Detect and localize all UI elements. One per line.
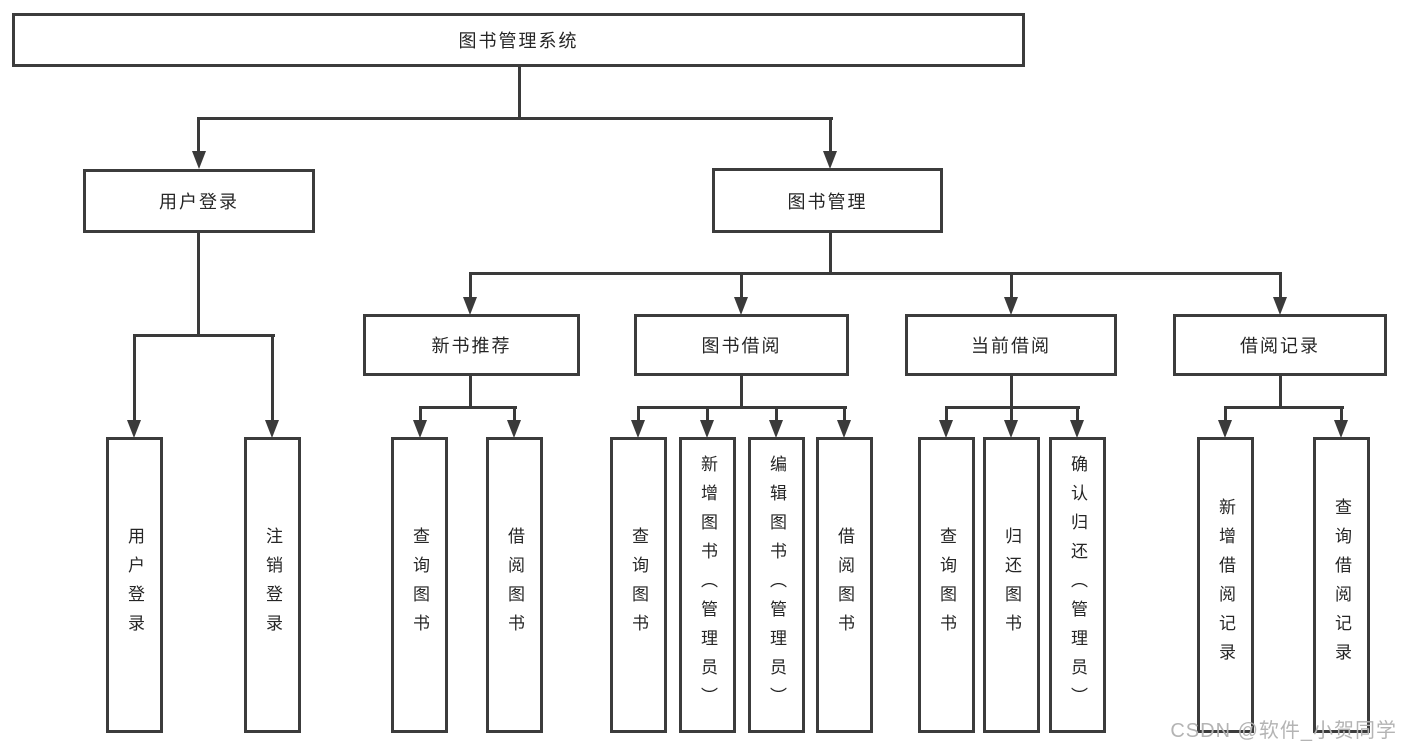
node-borrow-record: 借阅记录	[1173, 314, 1387, 376]
connector-user-login-stem	[197, 117, 200, 155]
arrow-to-cb-query-book	[939, 420, 953, 438]
arrow-to-bb-query-book	[631, 420, 645, 438]
connector-cb-return-stem	[1010, 406, 1013, 423]
leaf-br-add-record: 新增借阅记录	[1197, 437, 1254, 733]
connector-user-login-down	[197, 233, 200, 337]
connector-rec-down	[469, 376, 472, 409]
leaf-logout: 注销登录	[244, 437, 301, 733]
connector-bb-borrow-stem	[843, 406, 846, 423]
connector-cb-confirm-stem	[1076, 406, 1079, 423]
arrow-to-cb-return-book	[1004, 420, 1018, 438]
leaf-bb-add-book-label: 新增图书（管理员）	[698, 454, 717, 716]
node-book-borrow-label: 图书借阅	[701, 336, 782, 356]
connector-br-add-stem	[1224, 406, 1227, 423]
node-book-management-label: 图书管理	[787, 191, 868, 212]
arrow-to-bb-edit-book	[769, 420, 783, 438]
leaf-cb-confirm-return-label: 确认归还（管理员）	[1068, 454, 1087, 716]
connector-book-management-down	[829, 233, 832, 275]
connector-new-book-recommend-stem	[469, 272, 472, 302]
leaf-bb-query-book: 查询图书	[610, 437, 667, 733]
connector-rec-query-stem	[419, 406, 422, 423]
arrow-to-rec-borrow-book	[507, 420, 521, 438]
leaf-bb-borrow-book: 借阅图书	[816, 437, 873, 733]
connector-leaf-user-login-stem	[133, 334, 136, 424]
connector-root-stem	[518, 67, 521, 118]
leaf-rec-query-book-label: 查询图书	[410, 527, 429, 643]
leaf-logout-label: 注销登录	[263, 527, 282, 643]
connector-book-management-stem	[829, 117, 832, 155]
arrow-to-borrow-record	[1273, 297, 1287, 315]
arrow-to-bb-borrow-book	[837, 420, 851, 438]
leaf-user-login-label: 用户登录	[125, 527, 144, 643]
leaf-cb-return-book-label: 归还图书	[1002, 527, 1021, 643]
csdn-watermark: CSDN @软件_小贺同学	[1170, 720, 1397, 742]
node-book-borrow: 图书借阅	[634, 314, 849, 376]
node-borrow-record-label: 借阅记录	[1240, 336, 1320, 356]
connector-br-rail	[1224, 406, 1344, 409]
leaf-rec-query-book: 查询图书	[391, 437, 448, 733]
connector-bb-edit-stem	[775, 406, 778, 423]
leaf-br-query-record-label: 查询借阅记录	[1332, 498, 1351, 672]
connector-bb-down	[740, 376, 743, 409]
node-user-login: 用户登录	[83, 169, 315, 233]
arrow-to-leaf-logout	[265, 420, 279, 438]
connector-book-borrow-stem	[740, 272, 743, 302]
connector-cb-down	[1010, 376, 1013, 409]
connector-rec-borrow-stem	[513, 406, 516, 423]
connector-borrow-record-stem	[1279, 272, 1282, 302]
connector-level3-rail	[469, 272, 1282, 275]
leaf-bb-edit-book-label: 编辑图书（管理员）	[767, 454, 786, 716]
arrow-to-user-login	[192, 151, 206, 169]
leaf-rec-borrow-book: 借阅图书	[486, 437, 543, 733]
connector-bb-query-stem	[637, 406, 640, 423]
leaf-cb-confirm-return: 确认归还（管理员）	[1049, 437, 1106, 733]
connector-user-login-rail	[133, 334, 275, 337]
arrow-to-cb-confirm-return	[1070, 420, 1084, 438]
connector-bb-add-stem	[706, 406, 709, 423]
arrow-to-current-borrow	[1004, 297, 1018, 315]
arrow-to-bb-add-book	[700, 420, 714, 438]
connector-rec-rail	[419, 406, 517, 409]
connector-bb-rail	[637, 406, 847, 409]
leaf-cb-return-book: 归还图书	[983, 437, 1040, 733]
leaf-bb-borrow-book-label: 借阅图书	[835, 527, 854, 643]
arrow-to-br-add-record	[1218, 420, 1232, 438]
connector-br-query-stem	[1340, 406, 1343, 423]
node-user-login-label: 用户登录	[159, 192, 239, 212]
arrow-to-br-query-record	[1334, 420, 1348, 438]
leaf-br-add-record-label: 新增借阅记录	[1216, 498, 1235, 672]
leaf-br-query-record: 查询借阅记录	[1313, 437, 1370, 733]
connector-leaf-logout-stem	[271, 334, 274, 424]
node-current-borrow-label: 当前借阅	[971, 336, 1051, 356]
node-new-book-recommend-label: 新书推荐	[431, 336, 512, 356]
leaf-rec-borrow-book-label: 借阅图书	[505, 527, 524, 643]
node-new-book-recommend: 新书推荐	[363, 314, 580, 376]
leaf-bb-add-book: 新增图书（管理员）	[679, 437, 736, 733]
leaf-bb-edit-book: 编辑图书（管理员）	[748, 437, 805, 733]
node-root: 图书管理系统	[12, 13, 1025, 67]
connector-current-borrow-stem	[1010, 272, 1013, 302]
node-book-management: 图书管理	[712, 168, 943, 233]
leaf-cb-query-book-label: 查询图书	[937, 527, 956, 643]
connector-level2-rail	[197, 117, 833, 120]
arrow-to-new-book-recommend	[463, 297, 477, 315]
connector-cb-query-stem	[945, 406, 948, 423]
connector-br-down	[1279, 376, 1282, 409]
leaf-user-login: 用户登录	[106, 437, 163, 733]
leaf-bb-query-book-label: 查询图书	[629, 527, 648, 643]
leaf-cb-query-book: 查询图书	[918, 437, 975, 733]
node-root-label: 图书管理系统	[458, 31, 579, 51]
arrow-to-book-borrow	[734, 297, 748, 315]
arrow-to-book-management	[823, 151, 837, 169]
node-current-borrow: 当前借阅	[905, 314, 1117, 376]
arrow-to-rec-query-book	[413, 420, 427, 438]
arrow-to-leaf-user-login	[127, 420, 141, 438]
